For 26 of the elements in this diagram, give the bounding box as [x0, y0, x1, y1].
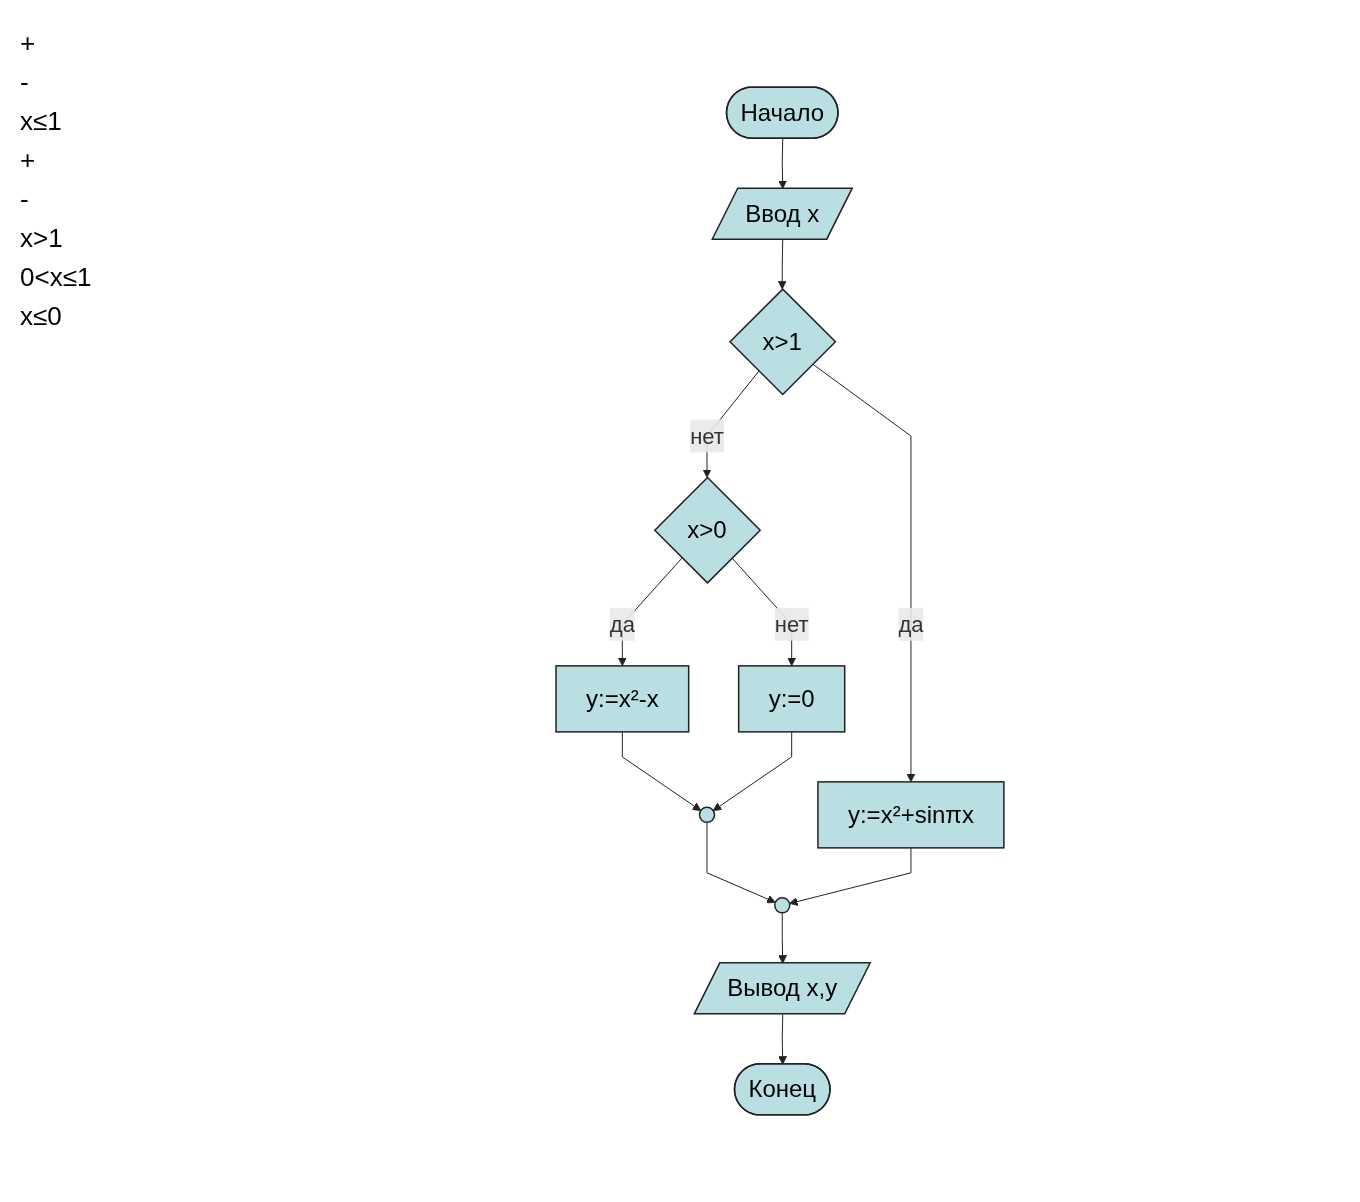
node-diamond: x>0: [653, 476, 762, 584]
edge-label: нет: [774, 611, 809, 637]
node-box: y:=x²+sinπx: [817, 781, 1005, 849]
sign-label: +: [20, 145, 37, 176]
arrow: [812, 363, 916, 783]
arrow: [778, 1013, 788, 1065]
sign-label: 0<x≤1: [20, 262, 93, 293]
arrow: [777, 239, 787, 290]
arrow: [621, 731, 702, 812]
sign-label: x≤1: [20, 106, 63, 137]
node-box: y:=0: [737, 665, 846, 733]
node-box: y:=x²-x: [555, 665, 690, 733]
edge-label: да: [898, 611, 924, 637]
node-circle: [698, 806, 716, 824]
edge-label: да: [609, 611, 635, 637]
edge-label: нет: [690, 423, 724, 449]
sign-label: -: [20, 67, 30, 98]
sign-label: +: [20, 28, 37, 59]
node-diamond: x>1: [729, 288, 837, 396]
sign-label: x>1: [20, 223, 64, 254]
arrow: [789, 847, 912, 906]
sign-label: -: [20, 184, 30, 215]
sign-label: x≤0: [20, 301, 63, 332]
arrow: [712, 731, 793, 812]
node-circle: [774, 897, 791, 914]
arrow: [706, 821, 776, 904]
